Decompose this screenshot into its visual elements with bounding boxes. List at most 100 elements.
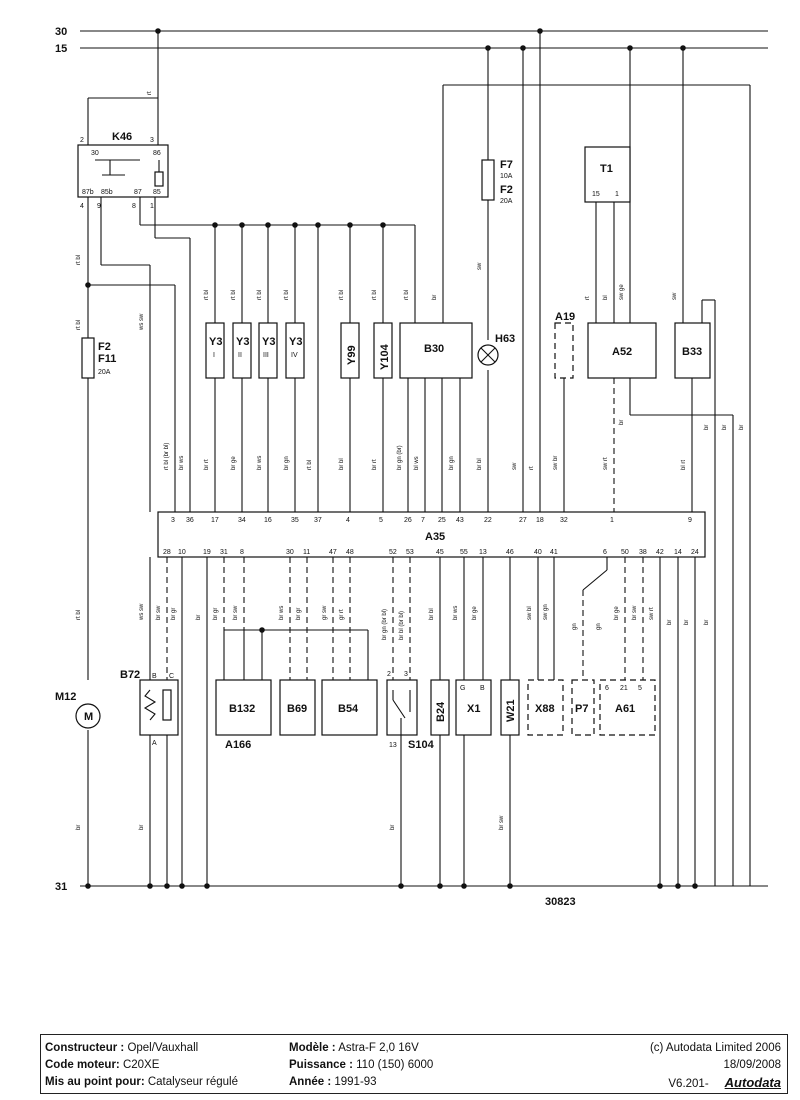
a35-top-pin-43: 43 — [456, 517, 464, 524]
bottom-wires — [149, 557, 696, 886]
svg-text:br: br — [390, 825, 396, 830]
y99-label: Y99 — [346, 345, 358, 365]
title-block-col-vehicle: Constructeur : Opel/Vauxhall Code moteur… — [45, 1040, 238, 1091]
svg-text:sw bl: sw bl — [527, 606, 533, 620]
k46-pin-85b: 85b — [101, 189, 113, 196]
svg-text:br gn (br): br gn (br) — [397, 445, 403, 470]
s104-label: S104 — [408, 739, 435, 751]
a19-label: A19 — [555, 311, 575, 323]
b30-wires — [407, 378, 461, 512]
svg-text:sw rt: sw rt — [603, 457, 609, 470]
a35-top-pin-36: 36 — [186, 517, 194, 524]
a35-top-pin-17: 17 — [211, 517, 219, 524]
a35-top-pin-3: 3 — [171, 517, 175, 524]
k46-conn-4: 4 — [80, 203, 84, 210]
svg-text:gn: gn — [572, 623, 578, 630]
a35-bottom-pin-46: 46 — [506, 549, 514, 556]
a35-bottom-pin-8: 8 — [240, 549, 244, 556]
b54-box — [321, 679, 378, 736]
constructeur-label: Constructeur : — [45, 1042, 125, 1054]
svg-text:rt bl: rt bl — [284, 290, 290, 300]
a61-pin-5: 5 — [638, 685, 642, 692]
b132-box — [215, 679, 272, 736]
constructeur-value: Opel/Vauxhall — [127, 1042, 199, 1054]
a35-top-pin-18: 18 — [536, 517, 544, 524]
s104-pin-2: 2 — [387, 671, 391, 678]
a52-box — [587, 322, 657, 379]
a35-bottom-pin-40: 40 — [534, 549, 542, 556]
puissance-row: Puissance : 110 (150) 6000 — [289, 1057, 433, 1074]
a35-top-pin-5: 5 — [379, 517, 383, 524]
x88-label: X88 — [535, 703, 555, 715]
b72-label: B72 — [120, 669, 140, 681]
b54-label: B54 — [338, 703, 359, 715]
a166-label: A166 — [225, 739, 251, 751]
title-block-col-model: Modèle : Astra-F 2,0 16V Puissance : 110… — [289, 1040, 433, 1091]
rail-15-label: 15 — [55, 43, 67, 55]
f11-label: F11 — [98, 353, 116, 365]
annee-value: 1991-93 — [334, 1076, 377, 1088]
puissance-value: 110 (150) 6000 — [356, 1059, 434, 1071]
w21-box — [500, 679, 520, 736]
svg-text:ws sw: ws sw — [139, 603, 145, 621]
svg-text:rt bl: rt bl — [339, 290, 345, 300]
a35-top-pin-27: 27 — [519, 517, 527, 524]
f7-rating: 10A — [500, 173, 513, 180]
a35-top-pin-1: 1 — [610, 517, 614, 524]
a35-bottom-pin-10: 10 — [178, 549, 186, 556]
p7-label: P7 — [575, 703, 588, 715]
code-moteur-label: Code moteur: — [45, 1059, 120, 1071]
a35-bottom-pin-11: 11 — [303, 549, 310, 556]
f11-rating: 20A — [98, 369, 111, 376]
a35-top-pin-16: 16 — [264, 517, 272, 524]
svg-text:br ws: br ws — [257, 456, 263, 470]
x88-box — [527, 679, 564, 736]
y3-4-roman: IV — [291, 352, 298, 359]
k46-conn-3: 3 — [150, 137, 154, 144]
svg-text:rt: rt — [585, 296, 591, 300]
p7-box — [571, 679, 595, 736]
f2-f11-label: F2 — [98, 341, 111, 353]
x1-label: X1 — [467, 703, 480, 715]
a35-bottom-pin-45: 45 — [436, 549, 444, 556]
version-row: V6.201-Autodata — [650, 1074, 781, 1093]
k46-pin-85: 85 — [153, 189, 161, 196]
a35-bottom-pin-19: 19 — [203, 549, 211, 556]
svg-text:br gn: br gn — [284, 456, 290, 470]
k46-pin-87b: 87b — [82, 189, 94, 196]
a35-bottom-pin-55: 55 — [460, 549, 468, 556]
svg-text:br: br — [704, 425, 710, 430]
a35-bottom-pin-30: 30 — [286, 549, 294, 556]
svg-text:rt: rt — [147, 91, 153, 95]
k46-conn-2: 2 — [80, 137, 84, 144]
m12-label: M12 — [55, 691, 76, 703]
a35-bottom-pin-31: 31 — [220, 549, 228, 556]
svg-text:bl rt: bl rt — [681, 460, 687, 470]
modele-label: Modèle : — [289, 1042, 336, 1054]
a35-top-pin-7: 7 — [421, 517, 425, 524]
a35-top-pin-34: 34 — [238, 517, 246, 524]
b72-pin-a: A — [152, 740, 157, 747]
y3-2-roman: II — [238, 352, 242, 359]
svg-text:br rt: br rt — [204, 459, 210, 470]
svg-text:br rt: br rt — [372, 459, 378, 470]
svg-text:br sw: br sw — [632, 605, 638, 620]
svg-text:br gr: br gr — [171, 608, 177, 620]
svg-text:br ge: br ge — [472, 606, 478, 620]
a35-top-pin-26: 26 — [404, 517, 412, 524]
x1-box — [455, 679, 492, 736]
svg-text:rt bl: rt bl — [231, 290, 237, 300]
t1-pin-1: 1 — [615, 191, 619, 198]
code-moteur-value: C20XE — [122, 1059, 160, 1071]
svg-text:rt bl: rt bl — [257, 290, 263, 300]
injector-outputs — [214, 378, 384, 512]
svg-text:gn: gn — [596, 623, 602, 630]
a52-label: A52 — [612, 346, 632, 358]
svg-text:bl: bl — [603, 295, 609, 300]
w21-label: W21 — [505, 699, 517, 722]
a35-top-pin-22: 22 — [484, 517, 492, 524]
svg-text:br ws: br ws — [279, 606, 285, 620]
a35-bottom-pin-41: 41 — [550, 549, 558, 556]
a35-bottom-pin-47: 47 — [329, 549, 337, 556]
